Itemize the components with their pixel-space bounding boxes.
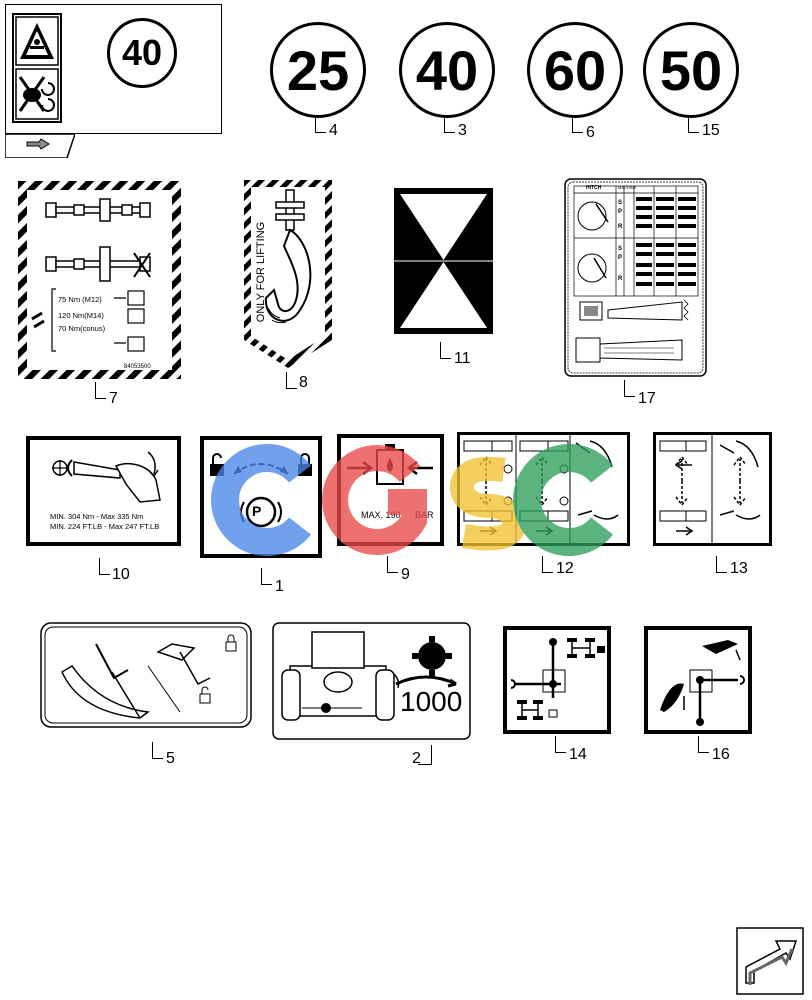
callout-1: 1 xyxy=(275,578,284,595)
decal-7-torque-3: 70 Nm(conus) xyxy=(58,324,106,333)
decal-8-label: ONLY FOR LIFTING xyxy=(255,221,267,323)
parking-letter: P xyxy=(252,503,262,519)
leader-17 xyxy=(624,380,635,397)
callout-15: 15 xyxy=(702,122,720,139)
decal-13 xyxy=(653,432,772,546)
leader-7 xyxy=(95,382,106,399)
lever-diff-lock-icon xyxy=(510,638,605,720)
leader-16 xyxy=(698,736,709,753)
decal-7-torque-2: 120 Nm(M14) xyxy=(58,311,104,320)
decal-7-artwork xyxy=(18,181,181,379)
decal-7-code: 84053500 xyxy=(124,364,151,370)
decal-17-s2: S xyxy=(618,246,623,252)
leader-1 xyxy=(261,568,272,585)
decal-16 xyxy=(644,626,752,734)
decal-8: ONLY FOR LIFTING xyxy=(244,180,332,368)
speed-disc-40: 40 xyxy=(399,22,495,118)
decal-17-p2: P xyxy=(618,255,623,261)
decal-7: 75 Nm (M12) 120 Nm(M14) 70 Nm(conus) 840… xyxy=(18,181,181,379)
callout-14: 14 xyxy=(569,746,587,763)
leader-4 xyxy=(315,116,326,133)
leader-11 xyxy=(440,342,451,359)
decal-17-p1: P xyxy=(618,209,623,215)
inset-speed-value: 40 xyxy=(121,32,163,73)
decal-11 xyxy=(394,188,493,334)
leader-5 xyxy=(152,742,163,759)
decal-2: 1000 xyxy=(272,622,471,740)
decal-5 xyxy=(40,622,252,728)
decal-2-artwork xyxy=(272,622,471,740)
decal-17-r1: R xyxy=(618,224,623,230)
decal-17-r2: R xyxy=(618,276,623,282)
leader-10 xyxy=(99,558,110,575)
callout-6: 6 xyxy=(586,124,595,141)
hitch-position-icon xyxy=(659,435,761,543)
leader-12 xyxy=(542,556,553,573)
decal-11-artwork xyxy=(394,188,493,334)
decal-10: MIN. 304 Nm - Max 335 Nm MIN. 224 FT.LB … xyxy=(26,436,181,546)
leader-3 xyxy=(444,116,455,133)
decal-17: HITCH MACHINE S P R S P R xyxy=(564,178,707,377)
callout-13: 13 xyxy=(730,560,748,577)
decal-7-torque-1: 75 Nm (M12) xyxy=(58,295,102,304)
inset-frame xyxy=(5,4,222,134)
inset-tab-icon xyxy=(4,133,77,159)
decal-17-hitch: HITCH xyxy=(586,185,602,191)
callout-17: 17 xyxy=(638,390,656,407)
callout-8: 8 xyxy=(299,374,308,391)
speed-disc-25-value: 25 xyxy=(286,38,350,102)
callout-16: 16 xyxy=(712,746,730,763)
decal-10-line-2: MIN. 224 FT.LB - Max 247 FT.LB xyxy=(50,522,160,531)
arrow-nav-icon xyxy=(736,927,804,995)
cgsc-logo-icon xyxy=(211,444,613,556)
speed-disc-50-value: 50 xyxy=(659,38,723,102)
leader-14 xyxy=(555,736,566,753)
wrench-icon xyxy=(52,451,161,503)
leader-8 xyxy=(286,372,297,389)
decal-17-artwork xyxy=(564,178,707,377)
speed-disc-40-value: 40 xyxy=(415,38,479,102)
decal-2-rpm: 1000 xyxy=(400,686,463,717)
callout-12: 12 xyxy=(556,560,574,577)
speed-disc-60-value: 60 xyxy=(543,38,607,102)
decal-14 xyxy=(503,626,611,734)
leader-2 xyxy=(418,745,432,765)
next-page-icon[interactable] xyxy=(736,927,804,995)
pto-warning-icon xyxy=(15,16,59,120)
plough-lever-icon xyxy=(660,640,745,726)
leader-13 xyxy=(716,556,727,573)
leader-6 xyxy=(572,116,583,133)
decal-10-line-1: MIN. 304 Nm - Max 335 Nm xyxy=(50,512,144,521)
callout-10: 10 xyxy=(112,566,130,583)
callout-4: 4 xyxy=(329,122,338,139)
decal-17-machine: MACHINE xyxy=(618,185,637,190)
speed-disc-50: 50 xyxy=(643,22,739,118)
leader-15 xyxy=(688,116,699,133)
decal-8-artwork xyxy=(244,180,332,368)
inset-warning-panel xyxy=(12,13,62,123)
callout-3: 3 xyxy=(458,122,467,139)
inset-speed-disc: 40 xyxy=(107,18,177,88)
decal-9-max: MAX. 190 xyxy=(361,510,401,520)
callout-2: 2 xyxy=(412,750,421,767)
callout-11: 11 xyxy=(454,350,471,367)
cgsc-watermark xyxy=(200,440,620,560)
inset-tab xyxy=(4,133,77,159)
callout-7: 7 xyxy=(109,390,118,407)
speed-disc-25: 25 xyxy=(270,22,366,118)
speed-disc-60: 60 xyxy=(527,22,623,118)
decal-17-s1: S xyxy=(618,200,623,206)
leader-9 xyxy=(387,556,398,573)
decal-5-artwork xyxy=(40,622,252,728)
callout-9: 9 xyxy=(401,566,410,583)
callout-5: 5 xyxy=(166,750,175,767)
